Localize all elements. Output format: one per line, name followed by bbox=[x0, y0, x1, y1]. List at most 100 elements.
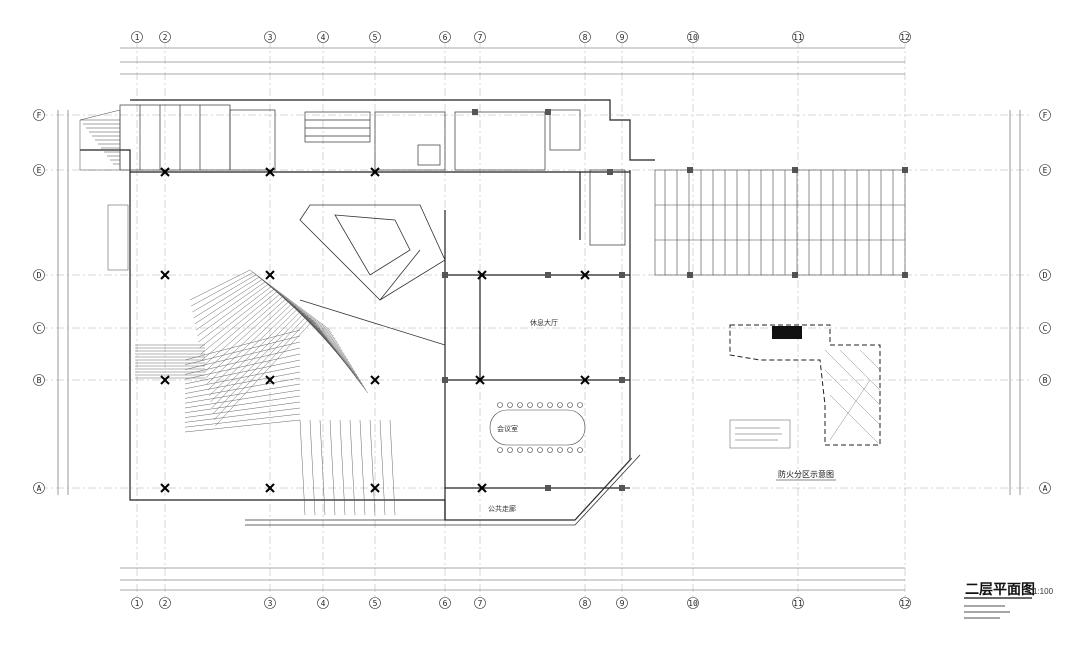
seat-row bbox=[184, 419, 301, 433]
facade-curve bbox=[245, 454, 641, 526]
svg-text:12: 12 bbox=[900, 599, 910, 608]
corridor-label: 公共走廊 bbox=[488, 504, 516, 513]
grid-bubble-top: 6 bbox=[439, 31, 451, 43]
seat-row bbox=[206, 303, 356, 385]
diagonal-stair-core bbox=[299, 204, 446, 346]
vertical-axis-lines bbox=[136, 40, 906, 600]
service-rooms bbox=[119, 104, 626, 246]
pergola-structure bbox=[654, 169, 906, 276]
column-x-mark bbox=[580, 270, 590, 280]
svg-text:A: A bbox=[37, 484, 42, 493]
svg-text:3: 3 bbox=[268, 33, 273, 42]
svg-text:8: 8 bbox=[583, 599, 588, 608]
grid-bubble-bottom: 6 bbox=[439, 597, 451, 609]
chair bbox=[547, 447, 553, 453]
square-column bbox=[619, 272, 625, 278]
svg-text:D: D bbox=[1043, 271, 1048, 280]
seat-row bbox=[212, 315, 365, 415]
svg-text:7: 7 bbox=[478, 33, 483, 42]
drawing-scale: 1:100 bbox=[1033, 587, 1054, 596]
column-x-mark bbox=[477, 483, 487, 493]
left-staircase bbox=[79, 109, 129, 271]
seat-row bbox=[193, 276, 336, 340]
square-column bbox=[442, 272, 448, 278]
seat-row bbox=[198, 286, 343, 352]
svg-text:11: 11 bbox=[793, 33, 803, 42]
square-column bbox=[545, 109, 551, 115]
svg-text:C: C bbox=[1043, 324, 1048, 333]
chair bbox=[537, 447, 543, 453]
seat-row bbox=[210, 310, 361, 403]
chair bbox=[577, 402, 583, 408]
seat-row bbox=[194, 279, 338, 343]
square-column bbox=[545, 485, 551, 491]
seat-row bbox=[184, 383, 301, 404]
seat-row bbox=[184, 389, 301, 409]
chair bbox=[527, 402, 533, 408]
svg-text:F: F bbox=[1043, 111, 1048, 120]
seat-row bbox=[199, 288, 345, 355]
column-x-mark bbox=[160, 270, 170, 280]
svg-text:A: A bbox=[1043, 484, 1048, 493]
grid-bubble-top: 5 bbox=[369, 31, 381, 43]
column-x-mark bbox=[160, 483, 170, 493]
hall-label: 休息大厅 bbox=[530, 318, 558, 327]
seat-row bbox=[184, 413, 301, 428]
svg-text:2: 2 bbox=[163, 599, 168, 608]
grid-bubble-top: 9 bbox=[616, 31, 628, 43]
column-x-mark bbox=[160, 375, 170, 385]
grid-bubble-bottom: 1 bbox=[131, 597, 143, 609]
grid-bubble-right: E bbox=[1039, 164, 1051, 176]
grid-bubble-bottom: 11 bbox=[792, 597, 804, 609]
seat-row bbox=[200, 291, 347, 358]
square-column bbox=[472, 109, 478, 115]
chair bbox=[497, 402, 503, 408]
grid-bubble-left: C bbox=[33, 322, 45, 334]
seat-row bbox=[184, 359, 301, 385]
building-walls bbox=[80, 99, 655, 521]
svg-text:12: 12 bbox=[900, 33, 910, 42]
svg-text:9: 9 bbox=[620, 33, 625, 42]
svg-text:1: 1 bbox=[135, 33, 140, 42]
svg-text:6: 6 bbox=[443, 33, 448, 42]
seat-row bbox=[184, 335, 301, 366]
chair bbox=[517, 402, 523, 408]
seat-aisle-line bbox=[319, 419, 326, 516]
seat-row bbox=[184, 371, 301, 394]
svg-text:F: F bbox=[37, 111, 42, 120]
grid-bubble-top: 1 bbox=[131, 31, 143, 43]
column-x-mark bbox=[370, 375, 380, 385]
seat-aisle-line bbox=[329, 419, 336, 516]
svg-text:D: D bbox=[37, 271, 42, 280]
seat-row bbox=[184, 377, 301, 399]
seat-aisle-line bbox=[359, 419, 366, 516]
chair bbox=[567, 402, 573, 408]
chair bbox=[507, 447, 513, 453]
grid-bubble-bottom: 8 bbox=[579, 597, 591, 609]
svg-text:3: 3 bbox=[268, 599, 273, 608]
svg-text:5: 5 bbox=[373, 599, 378, 608]
grid-bubble-bottom: 3 bbox=[264, 597, 276, 609]
grid-bubble-bottom: 12 bbox=[899, 597, 911, 609]
chair bbox=[547, 402, 553, 408]
column-x-mark bbox=[477, 270, 487, 280]
seat-row bbox=[184, 401, 301, 418]
meeting-room-label: 会议室 bbox=[497, 424, 518, 433]
seat-aisle-line bbox=[339, 419, 346, 516]
grid-bubble-right: A bbox=[1039, 482, 1051, 494]
seat-row bbox=[184, 329, 301, 361]
bottom-dimension-lines bbox=[120, 567, 905, 591]
seat-row bbox=[184, 407, 301, 423]
auditorium-seating bbox=[135, 269, 396, 516]
seat-row bbox=[184, 395, 301, 414]
fire-zone-diagram: 防火分区示意图 bbox=[729, 324, 881, 481]
svg-text:E: E bbox=[1043, 166, 1048, 175]
grid-bubble-top: 3 bbox=[264, 31, 276, 43]
seat-row bbox=[195, 281, 340, 346]
square-column bbox=[619, 377, 625, 383]
chair bbox=[517, 447, 523, 453]
seat-aisle-line bbox=[299, 419, 306, 516]
